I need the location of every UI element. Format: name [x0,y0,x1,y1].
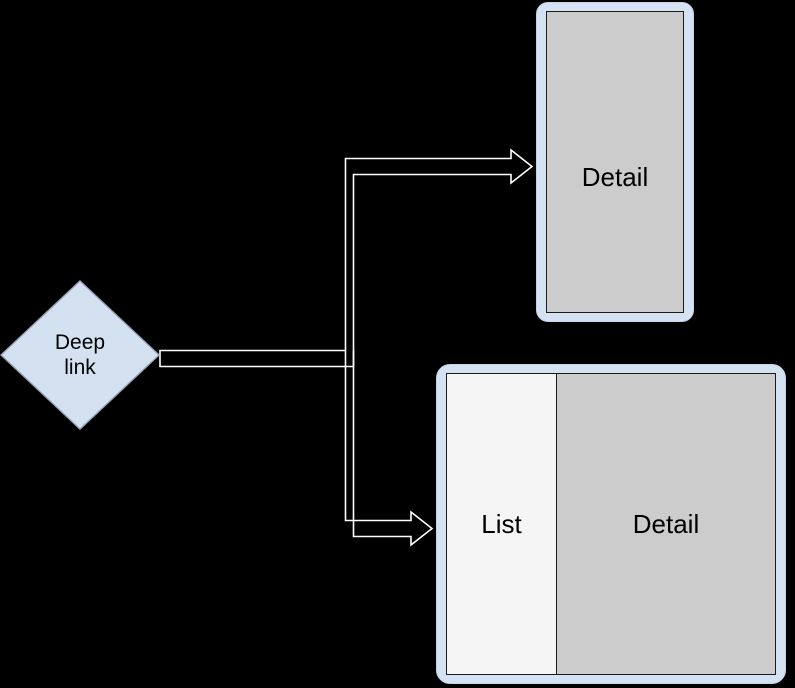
edge-deeplink-to-detail [159,148,534,368]
node-deep-link[interactable]: Deep link [0,280,160,430]
tablet-screen: List Detail [446,373,776,675]
phone-detail-pane: Detail [547,12,683,312]
node-list-detail-tablet[interactable]: List Detail [436,364,786,684]
node-detail-phone[interactable]: Detail [536,2,694,322]
tablet-list-pane: List [447,374,557,674]
phone-screen: Detail [546,11,684,313]
tablet-detail-pane: Detail [557,374,775,674]
node-deep-link-label: Deep link [54,331,106,379]
edge-deeplink-to-list-detail [344,350,434,547]
diamond-shape [0,280,160,430]
